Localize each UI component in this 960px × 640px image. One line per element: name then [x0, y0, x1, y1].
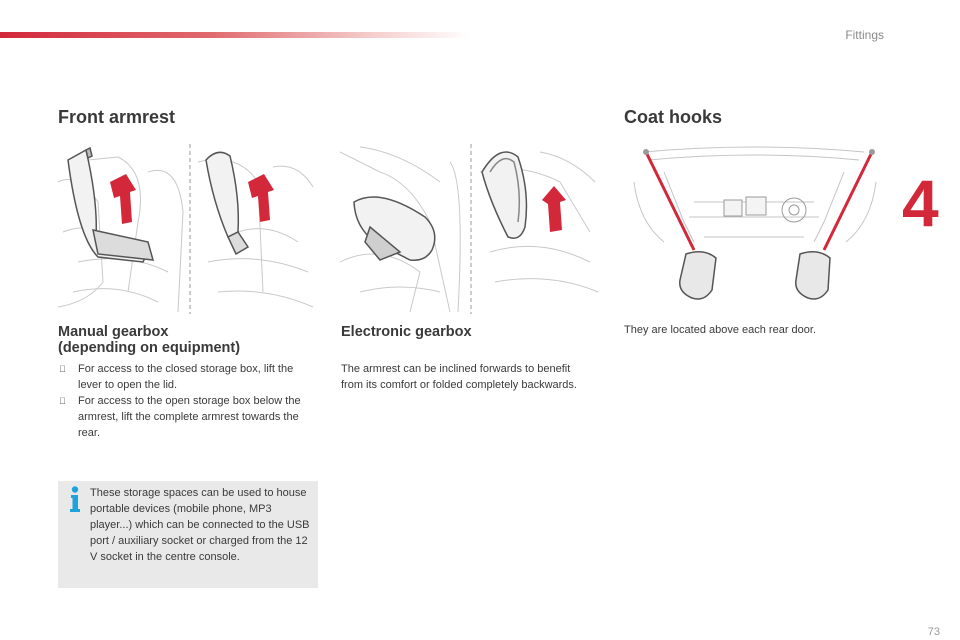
coat-hooks-illustration	[633, 146, 877, 300]
electronic-gearbox-title: Electronic gearbox	[341, 324, 472, 340]
chapter-number: 4	[902, 166, 939, 240]
manual-bullet-1-text: For access to the closed storage box, li…	[78, 363, 294, 391]
manual-bullet-2-text: For access to the open storage box below…	[78, 395, 301, 439]
bullet-marker-icon: 	[59, 393, 66, 409]
info-icon	[70, 486, 80, 512]
info-box: These storage spaces can be used to hous…	[58, 481, 318, 588]
manual-gearbox-title-line2: (depending on equipment)	[58, 340, 241, 356]
manual-gearbox-title-line1: Manual gearbox	[58, 324, 169, 340]
header-accent-bar	[0, 32, 470, 38]
electronic-gearbox-text: The armrest can be inclined forwards to …	[341, 363, 577, 391]
manual-armrest-illustration	[58, 144, 314, 314]
section-label: Fittings	[845, 28, 884, 42]
page-number: 73	[927, 626, 940, 638]
front-armrest-title: Front armrest	[58, 107, 176, 127]
info-text: These storage spaces can be used to hous…	[90, 487, 310, 563]
manual-gearbox-title: Manual gearbox (depending on equipment)	[58, 324, 240, 356]
manual-bullet-2:  For access to the open storage box bel…	[59, 393, 314, 441]
coat-hooks-text: They are located above each rear door.	[624, 324, 817, 336]
bullet-marker-icon: 	[59, 361, 66, 377]
electronic-armrest-illustration	[340, 144, 599, 314]
coat-hooks-title: Coat hooks	[624, 107, 723, 127]
manual-bullet-1:  For access to the closed storage box, …	[59, 361, 314, 393]
